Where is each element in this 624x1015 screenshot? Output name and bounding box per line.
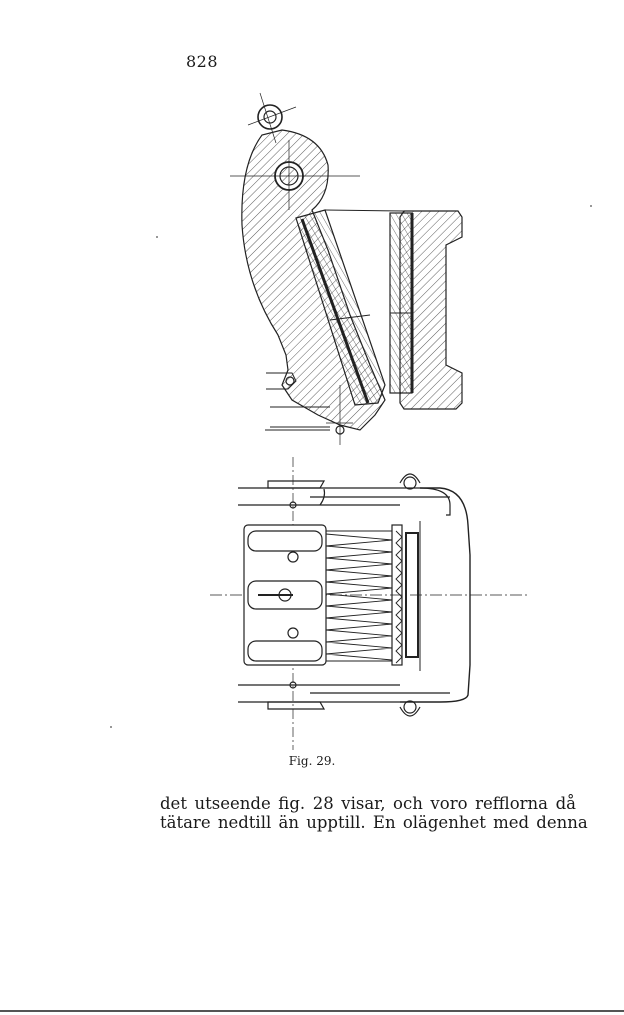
- bottom-rule: [0, 1010, 624, 1012]
- figure-caption: Fig. 29.: [288, 754, 336, 768]
- speck-mark: [110, 726, 112, 728]
- speck-mark: [590, 205, 592, 207]
- body-text: det utseende fig. 28 visar, och voro ref…: [160, 794, 588, 832]
- plan-view: [210, 457, 528, 750]
- page-number: 828: [186, 52, 219, 71]
- body-line-1: det utseende fig. 28 visar, och voro ref…: [160, 794, 576, 813]
- body-line-2: tätare nedtill än upptill. En olägenhet …: [160, 813, 588, 832]
- speck-mark: [156, 236, 158, 238]
- side-section-view: [230, 92, 463, 445]
- technical-drawing: [210, 92, 528, 750]
